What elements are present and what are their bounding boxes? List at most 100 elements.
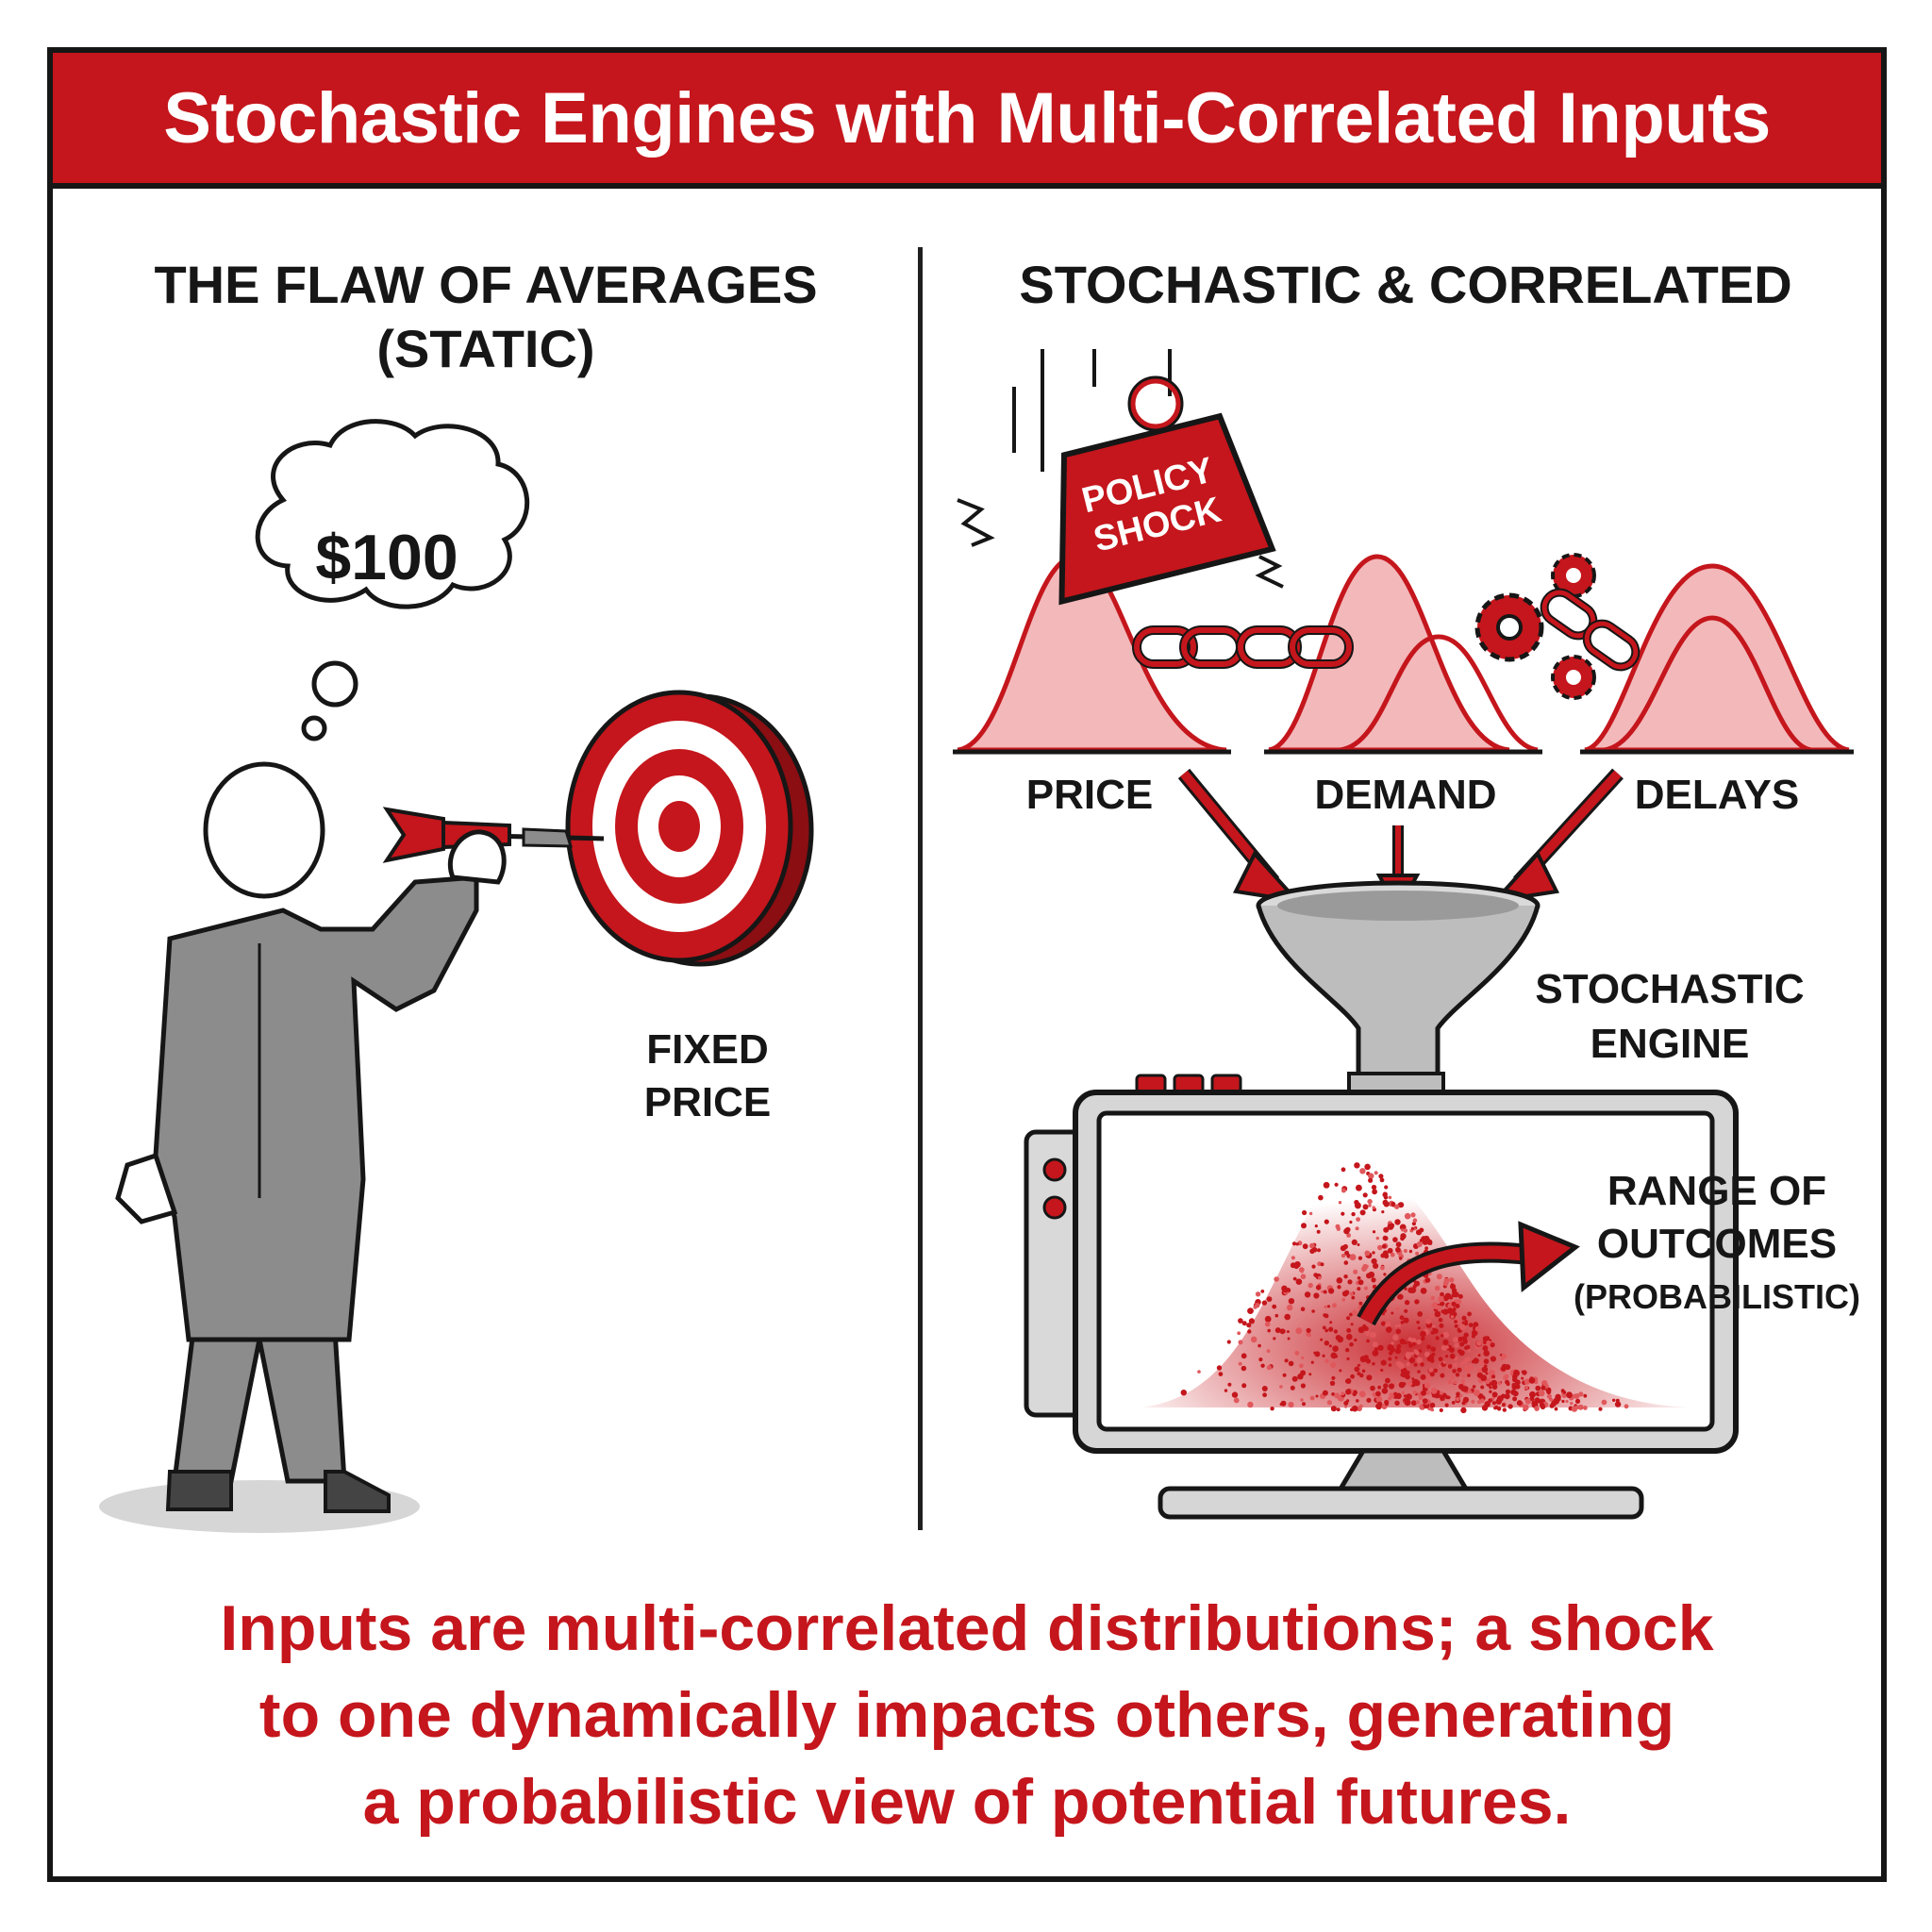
scatter-dot (1541, 1385, 1546, 1391)
scatter-dot (1357, 1256, 1363, 1260)
scatter-dot (1420, 1362, 1424, 1367)
scatter-dot (1410, 1226, 1415, 1230)
footer-line2: to one dynamically impacts others, gener… (258, 1679, 1675, 1751)
outcomes-label: RANGE OF OUTCOMES (PROBABILISTIC) (1566, 1165, 1868, 1324)
scatter-dot (1331, 1375, 1336, 1380)
scatter-dot (1279, 1385, 1283, 1389)
scatter-dot (1257, 1343, 1261, 1348)
scatter-dot (1339, 1369, 1342, 1373)
scatter-dot (1241, 1353, 1247, 1359)
scatter-dot (1216, 1365, 1223, 1371)
scatter-dot (1380, 1359, 1387, 1366)
scatter-dot (1354, 1162, 1360, 1169)
scatter-dot (1439, 1407, 1443, 1412)
scatter-dot (1345, 1226, 1351, 1233)
scatter-dot (1290, 1385, 1295, 1391)
scatter-dot (1450, 1283, 1454, 1287)
scatter-dot (1335, 1224, 1341, 1229)
scatter-dot (1354, 1338, 1357, 1342)
scatter-dot (1385, 1377, 1391, 1384)
scatter-dot (1352, 1391, 1357, 1397)
scatter-dot (1481, 1405, 1489, 1411)
scatter-dot (1394, 1219, 1401, 1225)
scatter-dot (1459, 1341, 1465, 1347)
scatter-dot (1314, 1224, 1318, 1228)
scatter-dot (1482, 1345, 1489, 1352)
scatter-dot (1455, 1396, 1460, 1402)
scatter-dot (1445, 1355, 1449, 1358)
scatter-dot (1412, 1391, 1417, 1395)
input-label-delays: DELAYS (1634, 772, 1800, 818)
scatter-dot (1310, 1249, 1315, 1253)
scatter-dot (1264, 1321, 1271, 1327)
scatter-dot (1350, 1407, 1354, 1411)
scatter-dot (1395, 1328, 1402, 1335)
scatter-dot (1439, 1323, 1444, 1328)
scatter-dot (1416, 1320, 1420, 1324)
scatter-dot (1489, 1390, 1492, 1394)
scatter-dot (1614, 1401, 1622, 1407)
scatter-dot (1410, 1352, 1414, 1356)
scatter-dot (1432, 1324, 1436, 1328)
scatter-dot (1291, 1375, 1298, 1382)
scatter-dot (1266, 1296, 1273, 1302)
scatter-dot (1298, 1267, 1305, 1273)
scatter-dot (1404, 1287, 1407, 1291)
scatter-dot (1388, 1195, 1392, 1200)
scatter-dot (1441, 1334, 1444, 1338)
scatter-dot (1529, 1391, 1536, 1398)
scatter-dot (1391, 1341, 1394, 1345)
gears-icon (1474, 553, 1641, 700)
scatter-dot (1583, 1406, 1588, 1410)
scatter-dot (1336, 1277, 1343, 1284)
scatter-dot (1255, 1291, 1261, 1297)
scatter-dot (1308, 1284, 1312, 1288)
scatter-dot (1349, 1254, 1357, 1261)
scatter-dot (1358, 1404, 1363, 1408)
scatter-dot (1485, 1372, 1489, 1375)
scatter-dot (1417, 1326, 1421, 1330)
left-heading-line2: (STATIC) (376, 319, 595, 378)
scatter-dot (1320, 1338, 1324, 1341)
scatter-dot (1346, 1333, 1353, 1341)
scatter-dot (1435, 1336, 1440, 1341)
scatter-dot (1473, 1389, 1480, 1396)
scatter-dot (1394, 1348, 1402, 1355)
scatter-dot (1361, 1369, 1366, 1374)
scatter-dot (1300, 1383, 1306, 1389)
scatter-dot (1362, 1324, 1367, 1329)
scatter-dot (1384, 1185, 1389, 1190)
scatter-dot (1495, 1398, 1502, 1405)
scatter-dot (1357, 1243, 1360, 1246)
scatter-dot (1412, 1218, 1418, 1223)
scatter-dot (1391, 1201, 1396, 1207)
scatter-dot (1197, 1370, 1201, 1374)
scatter-dot (1406, 1361, 1411, 1367)
scatter-dot (1429, 1372, 1435, 1377)
scatter-dot (1454, 1324, 1458, 1328)
scatter-dot (1405, 1354, 1411, 1359)
scatter-dot (1321, 1290, 1324, 1293)
scatter-dot (1291, 1241, 1297, 1246)
scatter-dot (1483, 1350, 1490, 1357)
scatter-dot (1395, 1241, 1402, 1248)
scatter-dot (1295, 1327, 1303, 1335)
scatter-dot (1329, 1380, 1336, 1387)
scatter-dot (1438, 1357, 1443, 1362)
scatter-dot (1293, 1263, 1300, 1270)
thought-value: $100 (315, 522, 458, 593)
scatter-dot (1397, 1294, 1403, 1300)
scatter-dot (1461, 1401, 1466, 1406)
scatter-dot (1430, 1346, 1437, 1352)
scatter-dot (1456, 1299, 1462, 1306)
scatter-dot (1468, 1323, 1474, 1327)
scatter-dot (1362, 1204, 1369, 1210)
fixed-price-line1: FIXED (646, 1026, 769, 1073)
scatter-dot (1341, 1188, 1346, 1193)
scatter-dot (1241, 1365, 1247, 1372)
scatter-dot (1467, 1374, 1471, 1377)
scatter-dot (1350, 1323, 1354, 1326)
scatter-dot (1398, 1202, 1405, 1208)
scatter-dot (1357, 1372, 1361, 1376)
scatter-dot (1341, 1167, 1346, 1173)
